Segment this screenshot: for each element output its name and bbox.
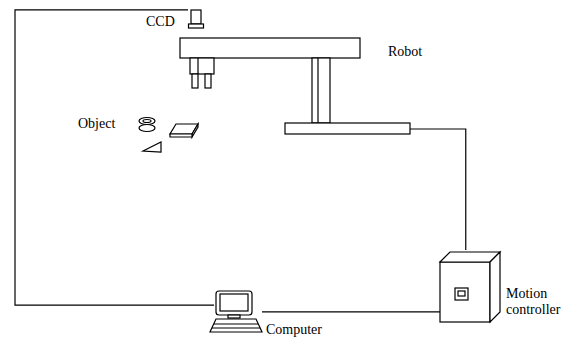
component-label: CCD	[146, 14, 175, 30]
component-label: Motion controller	[506, 286, 566, 318]
part-label: Object	[78, 116, 115, 132]
label-holder: Object	[78, 116, 115, 132]
robot-figure	[180, 38, 410, 134]
controller-box	[440, 252, 500, 322]
computer-node: Computer	[214, 290, 262, 332]
camera-icon	[189, 10, 204, 28]
robot-node: Robot	[180, 38, 410, 135]
camera-node: CCD	[188, 6, 204, 28]
component-label: Robot	[388, 44, 422, 60]
signal-wire	[15, 10, 214, 305]
signal-wire	[410, 129, 466, 250]
computer-icon	[210, 291, 262, 332]
controller-node: Motion controller	[440, 250, 496, 322]
component-label: Computer	[266, 322, 322, 338]
signal-wire	[262, 311, 440, 312]
object-figure	[139, 118, 198, 153]
